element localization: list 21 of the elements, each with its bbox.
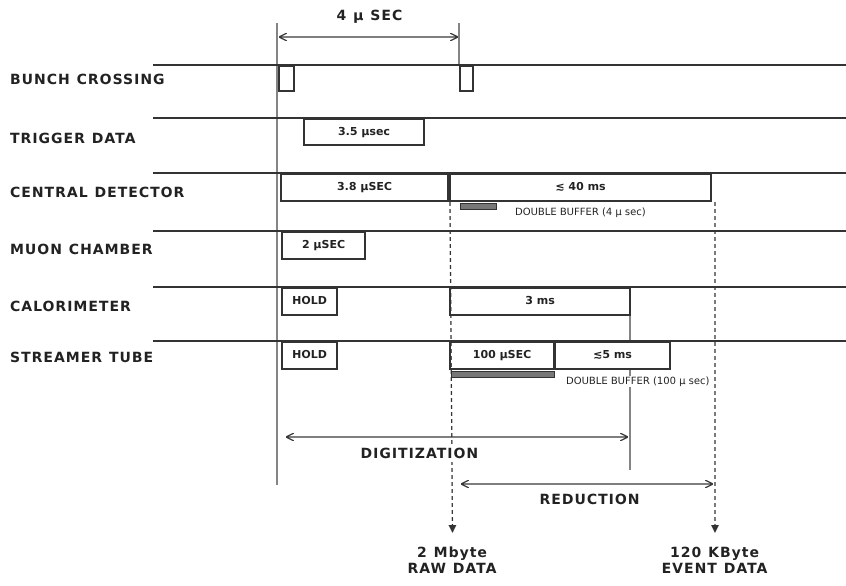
timing-box: HOLD xyxy=(281,287,338,316)
data-volume-text: 120 KByte EVENT DATA xyxy=(650,538,780,584)
buffer-note: DOUBLE BUFFER (100 μ sec) xyxy=(564,376,712,387)
timing-box: HOLD xyxy=(281,341,338,370)
timing-box: 100 μSEC xyxy=(449,341,555,370)
timing-box: 3.8 μSEC xyxy=(280,173,449,202)
buffer-bar xyxy=(451,371,555,378)
arrow xyxy=(711,202,719,533)
pulse-box xyxy=(278,65,295,92)
timing-box: 3 ms xyxy=(449,287,631,316)
buffer-bar xyxy=(460,203,497,210)
timing-box: 2 μSEC xyxy=(281,231,366,260)
arrow xyxy=(448,202,456,533)
timing-box: ≲ 40 ms xyxy=(449,173,712,202)
dimension-label: 4 μ SEC xyxy=(336,8,404,24)
dimension-label: DIGITIZATION xyxy=(360,446,480,462)
timing-box: 3.5 μsec xyxy=(303,118,425,146)
pulse-box xyxy=(459,65,474,92)
data-volume-text: 2 Mbyte RAW DATA xyxy=(395,538,510,584)
timing-box: ≲5 ms xyxy=(554,341,671,370)
buffer-note: DOUBLE BUFFER (4 μ sec) xyxy=(513,207,648,218)
